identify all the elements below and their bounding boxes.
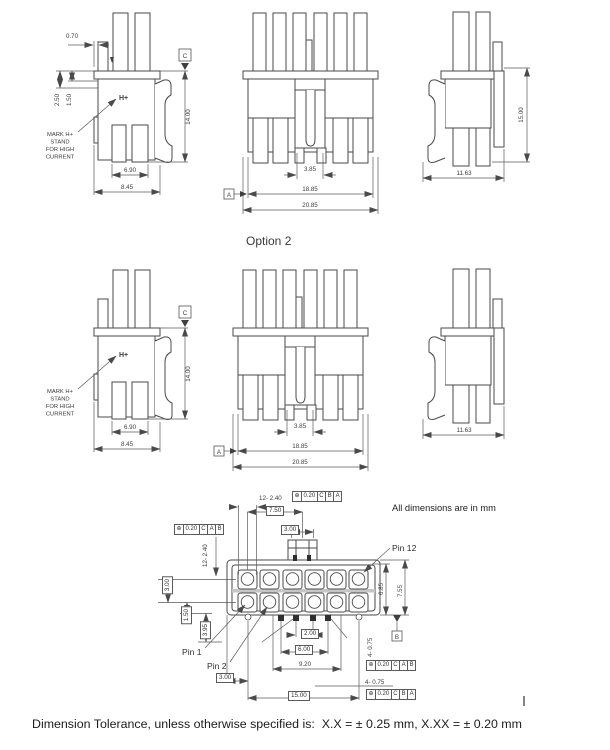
tolerance-note: Dimension Tolerance, unless otherwise sp… (32, 717, 522, 731)
pin-1-label: Pin 1 (182, 647, 202, 657)
mark-note-1: MARK H+ (47, 132, 74, 138)
fcf-datum: A (409, 691, 414, 697)
pin-cavities (237, 569, 369, 613)
units-note: All dimensions are in mm (392, 503, 496, 513)
dim-9-20: 9.20 (299, 661, 312, 668)
dim-14-00: 14.00 (185, 366, 192, 382)
dim-3-00-pitch-box: 3.00 (162, 576, 173, 595)
dim-1-50-box: 1.50 (181, 606, 192, 625)
hplus-mark: H+ (119, 95, 128, 102)
dim-6-00-box: 6.00 (295, 645, 314, 655)
dim-11-63: 11.63 (456, 427, 472, 434)
dim-6-90: 6.90 (124, 424, 137, 431)
option-2-caption: Option 2 (246, 234, 292, 248)
dim-3-00-tab-box: 3.00 (281, 525, 300, 535)
dim-12-2-40-left: 12- 2.40 (202, 544, 209, 567)
mark-note-1: MARK H+ (47, 389, 74, 395)
option1-front-view: 3.85 18.85 20.85 A (223, 12, 379, 214)
fcf-datum: C (318, 492, 327, 501)
fcf-symbol: ⊕ (175, 525, 185, 534)
mark-note-4: CURRENT (46, 155, 75, 161)
fcf-datum: C (392, 690, 401, 699)
dim-6-85: 6.85 (378, 582, 385, 595)
dim-6-90: 6.90 (124, 167, 137, 174)
dim-14-00: 14.00 (185, 109, 192, 125)
fcf-tolerance: 0.20 (184, 525, 200, 534)
dim-4-0-75-horiz: 4- 0.75 (365, 679, 385, 686)
fcf-datum: C (392, 661, 401, 670)
fcf-symbol: ⊕ (293, 492, 303, 501)
fcf-position-right-1: ⊕ 0.20 C A B (366, 660, 417, 671)
fcf-tolerance: 0.20 (376, 661, 392, 670)
dim-3-95-box: 3.95 (200, 621, 211, 640)
dim-11-63: 11.63 (456, 170, 472, 177)
fcf-tolerance: 0.20 (376, 690, 392, 699)
fcf-position-top: ⊕ 0.20 C B A (292, 491, 343, 502)
hplus-mark: H+ (119, 352, 128, 359)
fcf-position-left: ⊕ 0.20 C A B (174, 524, 225, 535)
option2-end-view: 11.63 (422, 268, 505, 439)
pin-2-label: Pin 2 (207, 661, 227, 671)
fcf-datum: A (208, 525, 217, 534)
dim-3-00-edge-box: 3.00 (216, 673, 235, 683)
mark-note-3: FOR HIGH (46, 147, 74, 153)
dim-0-70: 0.70 (66, 33, 79, 40)
fcf-datum: C (200, 525, 209, 534)
option2-side-view: C 14.00 6.90 8.45 H+ MARK H+ STAND FOR H… (46, 269, 192, 452)
fcf-symbol: ⊕ (367, 661, 377, 670)
mark-note-3: FOR HIGH (46, 404, 74, 410)
fcf-datum: B (217, 526, 222, 532)
fcf-tolerance: 0.20 (302, 492, 318, 501)
dim-15-00-box: 15.00 (288, 691, 310, 701)
footprint-view: 12- 2.40 12- 2.40 Pin 1 Pin 2 Pin 12 (150, 485, 610, 715)
dim-12-2-40-top: 12- 2.40 (259, 495, 282, 502)
datum-c: C (183, 53, 188, 60)
dim-2-50: 2.50 (54, 93, 61, 106)
mark-note-4: CURRENT (46, 412, 75, 418)
fcf-datum: B (400, 690, 409, 699)
mark-note-2: STAND (50, 397, 69, 403)
dim-7-55: 7.55 (397, 584, 404, 597)
fcf-datum: B (409, 662, 414, 668)
option1-side-view: 0.70 2.50 1.50 C 14.00 6.90 8.45 H+ MARK… (46, 12, 192, 195)
option1-end-view: 15.00 11.63 (422, 11, 530, 182)
pin-12-label: Pin 12 (392, 543, 417, 553)
footprint-drawing: 12- 2.40 12- 2.40 Pin 1 Pin 2 Pin 12 (158, 495, 525, 706)
datum-a: A (227, 192, 232, 199)
dim-18-85: 18.85 (292, 443, 308, 450)
datum-b: B (395, 634, 399, 641)
dim-18-85: 18.85 (302, 186, 318, 193)
fcf-position-right-2: ⊕ 0.20 C B A (366, 689, 417, 700)
fcf-datum: B (326, 492, 335, 501)
mark-note-2: STAND (50, 140, 69, 146)
fcf-datum: A (400, 661, 409, 670)
dim-7-50-box: 7.50 (266, 506, 285, 516)
fcf-symbol: ⊕ (367, 690, 377, 699)
datum-c: C (183, 310, 188, 317)
dim-20-85: 20.85 (302, 202, 318, 209)
dim-2-00-box: 2.00 (301, 629, 320, 639)
dim-15-00: 15.00 (518, 107, 525, 123)
dim-3-85: 3.85 (304, 166, 317, 173)
dim-20-85: 20.85 (292, 459, 308, 466)
datum-a: A (217, 449, 222, 456)
dim-8-45: 8.45 (121, 441, 134, 448)
option2-front-view: 3.85 18.85 20.85 A (213, 269, 369, 471)
fcf-datum: A (335, 493, 340, 499)
dim-4-0-75-vert: 4- 0.75 (367, 637, 374, 657)
dim-1-50: 1.50 (66, 93, 73, 106)
dim-8-45: 8.45 (121, 184, 134, 191)
dim-3-85: 3.85 (294, 423, 307, 430)
